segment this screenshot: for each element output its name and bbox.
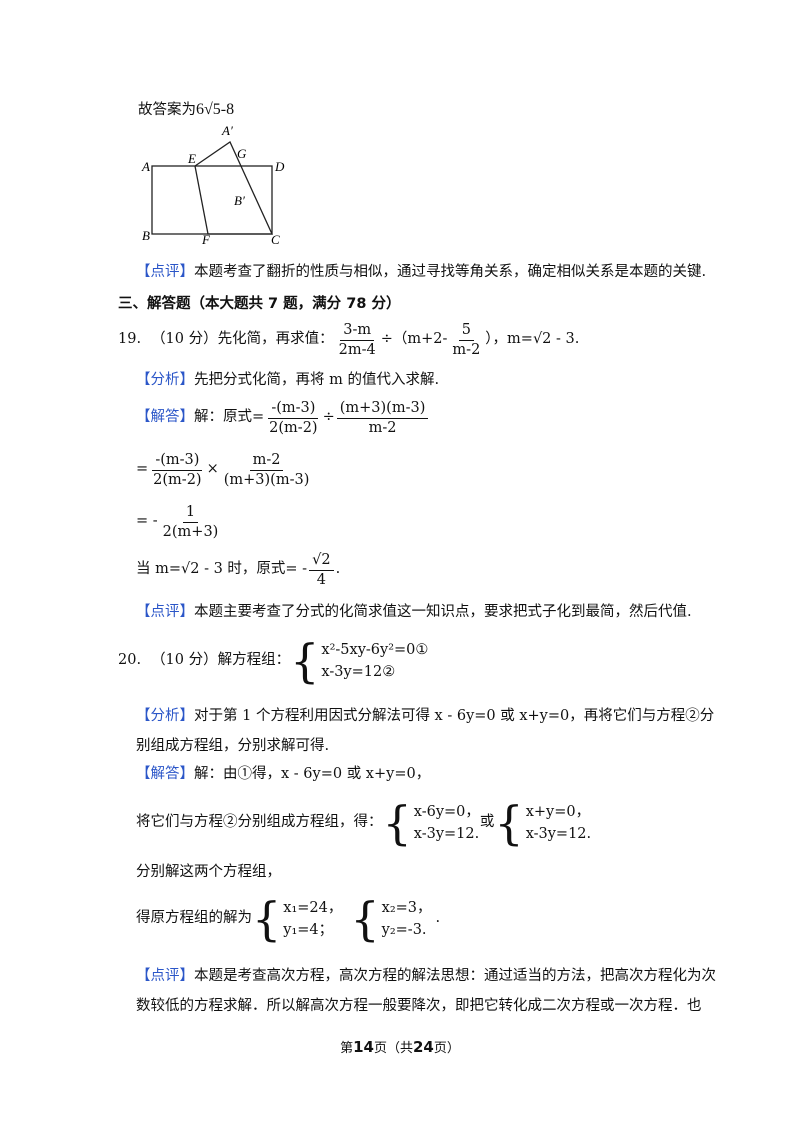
section-title: 三、解答题（本大题共 7 题，满分 78 分） (118, 296, 401, 312)
fold-figure: A A′ E G D B′ B F C (141, 123, 285, 245)
q19-tail: ），m=√2 - 3. (485, 331, 580, 348)
label-c: C (271, 232, 280, 245)
label-a-prime: A′ (221, 123, 233, 138)
q20-review-2: 数较低的方程求解．所以解高次方程一般要降次，即把它转化成二次方程或一次方程．也 (136, 998, 702, 1014)
brace-icon: { (382, 796, 412, 850)
q20-solution-2: 将它们与方程②分别组成方程组，得： { x-6y=0，x-3y=12. 或 { … (136, 796, 592, 850)
q20-review-1: 【点评】本题是考查高次方程，高次方程的解法思想：通过适当的方法，把高次方程化为次 (136, 968, 716, 984)
q19-analysis: 【分析】先把分式化简，再将 m 的值代入求解. (136, 372, 440, 388)
label-d: D (274, 159, 285, 174)
brace-icon: { (290, 634, 320, 688)
review-q18: 【点评】本题考查了翻折的性质与相似，通过寻找等角关系，确定相似关系是本题的关键. (136, 264, 706, 281)
q19-solution-step-2: = -(m-3)2(m-2) × m-2(m+3)(m-3) (136, 452, 310, 488)
label-e: E (187, 151, 196, 166)
q19-solution-step-1: 【解答】 解：原式= -(m-3)2(m-2) ÷ (m+3)(m-3)m-2 (136, 400, 430, 436)
q20-solution-1: 【解答】解：由①得，x - 6y=0 或 x+y=0， (136, 766, 431, 782)
q20-prompt: （10 分）解方程组： (151, 652, 291, 669)
review-tag: 【点评】 (136, 264, 194, 280)
q20-analysis-2: 别组成方程组，分别求解可得. (136, 738, 330, 754)
label-b-prime: B′ (234, 193, 245, 208)
q20-solution-3: 分别解这两个方程组， (136, 864, 281, 880)
label-b: B (142, 228, 150, 243)
brace-icon: { (252, 892, 282, 946)
answer-value: 6√5-8 (196, 101, 235, 118)
brace-icon: { (494, 796, 524, 850)
page-number: 14 (353, 1038, 374, 1056)
brace-icon: { (350, 892, 380, 946)
q20-solution-4: 得原方程组的解为 { x₁=24，y₁=4； { x₂=3，y₂=-3. . (136, 892, 441, 946)
q19-review: 【点评】本题主要考查了分式的化简求值这一知识点，要求把式子化到最简，然后代值. (136, 604, 692, 620)
label-f: F (201, 232, 211, 245)
analysis-tag: 【分析】 (136, 372, 194, 388)
label-g: G (237, 146, 247, 161)
q19-prompt: （10 分）先化简，再求值： (151, 331, 334, 348)
q20-analysis-1: 【分析】对于第 1 个方程利用因式分解法可得 x - 6y=0 或 x+y=0，… (136, 708, 715, 724)
answer-prefix: 故答案为 (138, 102, 196, 118)
q19-div-part: ÷（m+2- (380, 331, 448, 348)
review-text: 本题考查了翻折的性质与相似，通过寻找等角关系，确定相似关系是本题的关键. (194, 264, 707, 280)
page-total: 24 (413, 1038, 434, 1056)
label-a: A (141, 159, 150, 174)
solution-tag: 【解答】 (136, 409, 194, 426)
answer-line: 故答案为6√5-8 (138, 100, 234, 119)
q20-number: 20. (118, 652, 142, 669)
q19-number: 19. (118, 331, 142, 348)
rectangle-abcd (151, 165, 273, 235)
fold-polygon (194, 141, 274, 235)
page-footer: 第14页（共24页） (340, 1038, 460, 1056)
